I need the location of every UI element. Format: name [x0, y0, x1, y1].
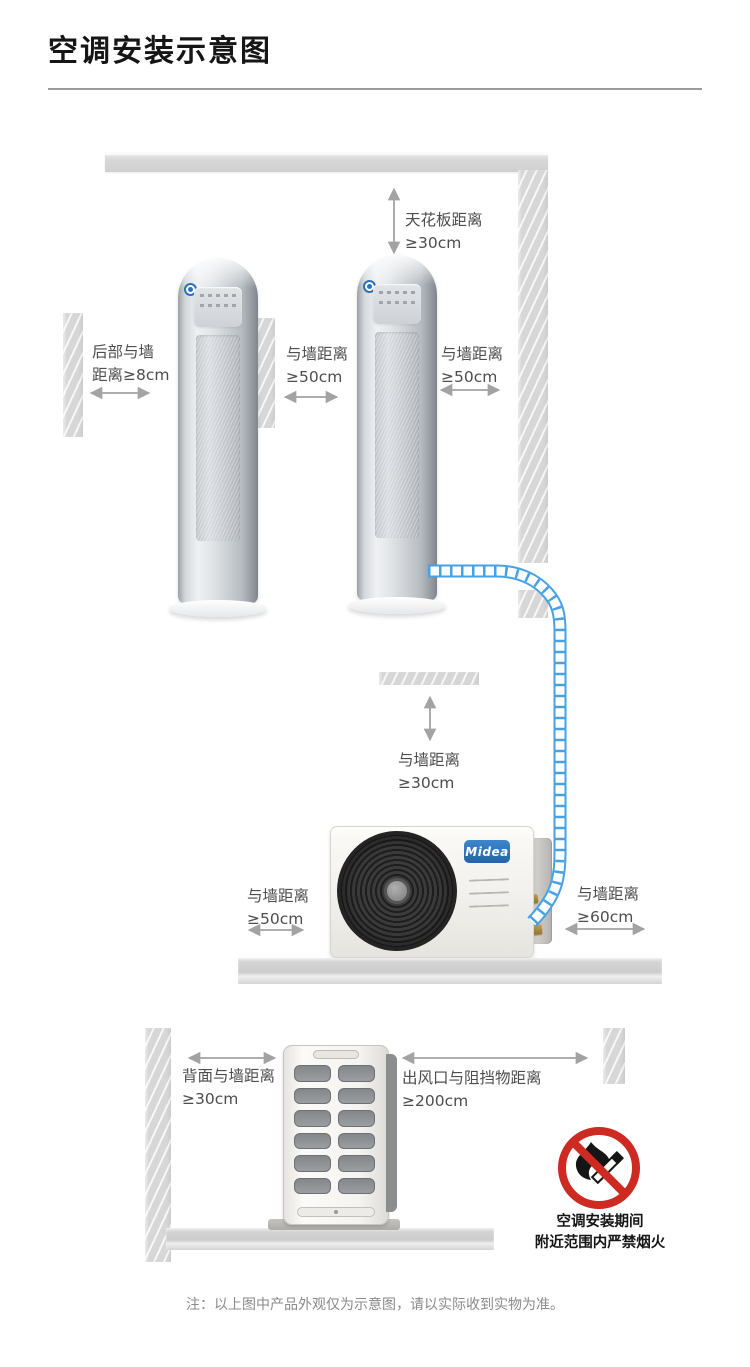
grille-cell	[338, 1132, 375, 1149]
refrigerant-pipe	[428, 564, 567, 927]
ground-bar	[238, 958, 662, 984]
grille-cell	[294, 1087, 331, 1104]
bottom-left-wall	[145, 1028, 171, 1262]
grille-cell	[338, 1155, 375, 1172]
bottom-floor-bar	[166, 1228, 494, 1250]
indicator-row	[379, 301, 415, 304]
right-wall-upper	[518, 170, 548, 563]
unit-base	[348, 597, 446, 614]
grille-cell	[294, 1065, 331, 1082]
label-right-unit-clearance: 与墙距离 ≥50cm	[441, 345, 504, 386]
air-outlet-column	[196, 335, 240, 541]
label-back-wall-clearance: 背面与墙距离 ≥30cm	[182, 1067, 276, 1108]
outdoor-unit: Midea	[330, 826, 534, 958]
front-latch-bar	[297, 1207, 375, 1217]
page-title: 空调安装示意图	[48, 34, 272, 69]
label-outdoor-above-clearance: 与墙距离 ≥30cm	[398, 751, 461, 792]
indicator-row	[379, 291, 415, 294]
left-wall-segment	[63, 313, 83, 437]
grille-grid	[294, 1065, 375, 1194]
label-outdoor-right-clearance: 与墙距离 ≥60cm	[577, 885, 640, 926]
carry-handle	[313, 1050, 359, 1059]
display-panel	[194, 287, 242, 327]
label-outlet-clearance: 出风口与阻挡物距离 ≥200cm	[402, 1069, 542, 1110]
indicator-row	[200, 294, 236, 297]
midea-badge-icon	[184, 283, 197, 296]
label-ceiling-clearance: 天花板距离 ≥30cm	[405, 211, 483, 252]
grille-cell	[338, 1087, 375, 1104]
air-outlet-column	[375, 332, 419, 538]
grille-cell	[338, 1065, 375, 1082]
fan-hub	[384, 878, 410, 904]
grille-cell	[338, 1110, 375, 1127]
indoor-unit-left	[169, 258, 267, 617]
footer-note: 注：以上图中产品外观仅为示意图，请以实际收到实物为准。	[186, 1297, 564, 1313]
indicator-row	[200, 304, 236, 307]
midea-logo: Midea	[464, 840, 510, 863]
grille-cell	[294, 1110, 331, 1127]
label-rear-wall-clearance: 后部与墙 距离≥8cm	[92, 343, 170, 384]
title-divider	[48, 88, 702, 90]
outdoor-unit-top-view	[283, 1045, 397, 1225]
indoor-unit-right	[348, 255, 446, 614]
unit-base	[169, 600, 267, 617]
outdoor-fan-grille	[337, 831, 457, 951]
unit-side-shadow	[386, 1054, 397, 1212]
warning-caption: 空调安装期间 附近范围内严禁烟火	[534, 1214, 666, 1251]
grille-cell	[338, 1177, 375, 1194]
no-fire-warning-icon	[558, 1127, 640, 1209]
middle-wall-segment	[255, 318, 275, 428]
grille-cell	[294, 1155, 331, 1172]
wall-above-outdoor-unit	[379, 672, 479, 685]
grille-cell	[294, 1132, 331, 1149]
ceiling-bar	[105, 152, 548, 172]
grille-cell	[294, 1177, 331, 1194]
bottom-right-wall	[603, 1028, 625, 1084]
label-outdoor-left-clearance: 与墙距离 ≥50cm	[247, 887, 310, 928]
label-left-unit-clearance: 与墙距离 ≥50cm	[286, 345, 349, 386]
display-panel	[373, 284, 421, 324]
